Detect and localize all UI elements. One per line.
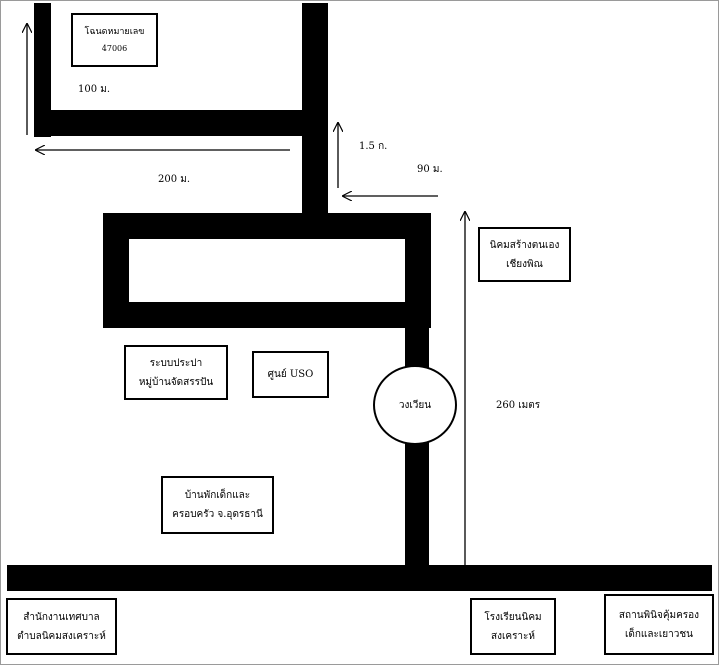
road-block-bottom — [103, 302, 431, 328]
box-water-supply-line1: ระบบประปา — [149, 357, 203, 369]
box-municipality-line1: สำนักงานเทศบาล — [23, 611, 100, 623]
road-top-horizontal — [34, 110, 328, 136]
box-school-line1: โรงเรียนนิคม — [484, 611, 542, 623]
box-self-help: นิคมสร้างตนเอง เชียงพิณ — [478, 227, 571, 282]
box-housing-line2: 47006 — [101, 43, 128, 53]
road-top-left-vertical — [34, 3, 51, 137]
box-school: โรงเรียนนิคม สงเคราะห์ — [470, 598, 556, 655]
box-uso-center: ศูนย์ USO — [252, 351, 329, 398]
box-housing: โฉนดหมายเลข 47006 — [71, 13, 158, 67]
box-uso-center-line1: ศูนย์ USO — [267, 369, 314, 380]
box-children-home-line2: ครอบครัว จ.อุดรธานี — [172, 509, 263, 520]
road-block-top — [103, 213, 431, 239]
box-youth-center: สถานพินิจคุ้มครอง เด็กและเยาวชน — [604, 594, 714, 655]
box-children-home-line1: บ้านพักเด็กและ — [184, 490, 251, 501]
box-children-home: บ้านพักเด็กและ ครอบครัว จ.อุดรธานี — [161, 476, 274, 534]
label-260m: 260 เมตร — [496, 400, 541, 411]
box-water-supply: ระบบประปา หมู่บ้านจัดสรรปัน — [124, 345, 228, 400]
box-municipality-line2: ตำบลนิคมสงเคราะห์ — [17, 630, 106, 642]
box-school-line2: สงเคราะห์ — [490, 630, 536, 642]
road-south-vertical-upper — [405, 320, 429, 370]
box-water-supply-line2: หมู่บ้านจัดสรรปัน — [138, 376, 214, 388]
box-youth-center-line1: สถานพินิจคุ้มครอง — [618, 609, 700, 621]
road-main-horizontal — [7, 565, 712, 591]
road-block-right — [405, 213, 431, 328]
box-youth-center-line2: เด็กและเยาวชน — [624, 628, 694, 640]
box-self-help-line1: นิคมสร้างตนเอง — [489, 239, 560, 251]
box-municipality: สำนักงานเทศบาล ตำบลนิคมสงเคราะห์ — [6, 598, 117, 655]
label-1-5km: 1.5 ก. — [359, 141, 388, 152]
roundabout-label: วงเวียน — [398, 399, 432, 411]
label-100m: 100 ม. — [78, 84, 111, 95]
box-self-help-line2: เชียงพิณ — [506, 258, 543, 270]
road-top-right-vertical — [302, 3, 328, 218]
box-housing-line1: โฉนดหมายเลข — [84, 26, 145, 37]
label-90m: 90 ม. — [417, 164, 443, 175]
label-200m: 200 ม. — [158, 174, 191, 185]
roundabout: วงเวียน — [373, 365, 457, 445]
road-south-vertical-lower — [405, 440, 429, 575]
